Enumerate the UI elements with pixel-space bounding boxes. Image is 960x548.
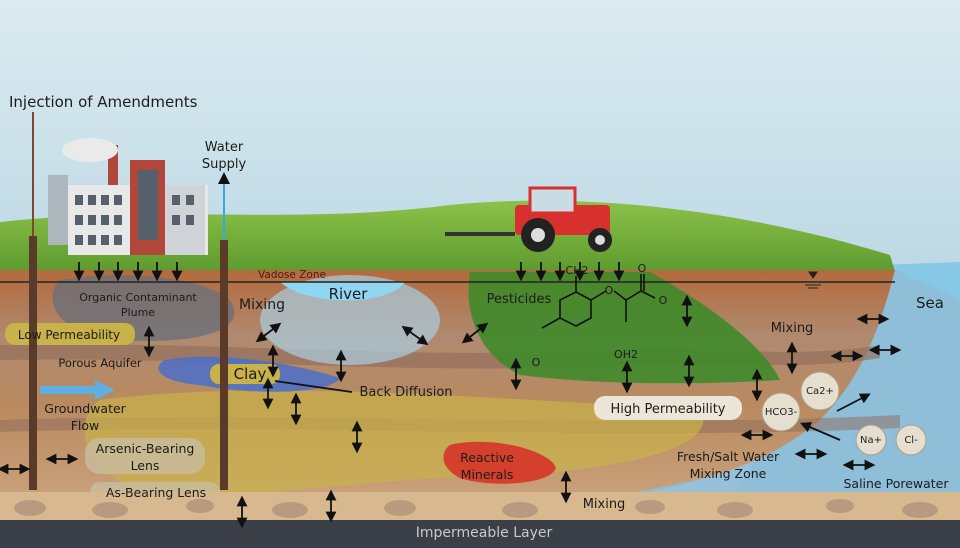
fresh-salt-label-2: Mixing Zone (690, 466, 767, 481)
river (280, 282, 405, 301)
plume-label: Organic Contaminant (79, 291, 197, 304)
ions: Ca2+ HCO3- Na+ Cl- (761, 371, 927, 456)
plume-label-2: Plume (121, 306, 155, 319)
groundwater-flow-label: Groundwater (44, 401, 126, 416)
molecule-ch2: CH2 (566, 264, 589, 277)
injection-well (29, 236, 37, 490)
sea-label: Sea (916, 294, 944, 312)
ion-hco3-label: HCO3- (765, 407, 798, 418)
pesticide-molecule (541, 274, 656, 329)
ion-na (855, 424, 887, 456)
ion-ca (800, 371, 840, 411)
gravel-stones (14, 499, 938, 518)
water-supply-label: Water (205, 140, 244, 155)
tractor-icon (445, 186, 612, 252)
exchange-arrows (0, 294, 902, 529)
clay-label: Clay (234, 365, 267, 383)
ion-cl-label: Cl- (904, 435, 918, 446)
molecule-oh2: OH2 (614, 348, 638, 361)
low-permeability-lens (5, 323, 135, 345)
porous-aquifer-label: Porous Aquifer (58, 356, 142, 370)
groundwater-flow-arrow (40, 380, 115, 400)
mixing-right-label: Mixing (771, 321, 814, 336)
ion-hco3 (761, 392, 801, 432)
arsenic-lens-bg (85, 438, 205, 474)
ion-cl (895, 424, 927, 456)
groundwater-flow-label-2: Flow (71, 418, 100, 433)
pesticide-plume (468, 272, 780, 384)
water-supply-label-2: Supply (202, 157, 247, 172)
ion-na-label: Na+ (860, 435, 882, 446)
river-label: River (329, 285, 369, 303)
molecule-labels: CH2 O O O OH2 O (532, 262, 668, 369)
molecule-o-carbonyl: O (638, 262, 647, 275)
impermeable-layer (0, 520, 960, 548)
supply-well (220, 240, 228, 490)
as-lens-label: As-Bearing Lens (106, 485, 206, 500)
low-permeability-label: Low Permeability (18, 328, 120, 342)
impermeable-layer-label: Impermeable Layer (416, 525, 553, 541)
fresh-salt-label: Fresh/Salt Water (677, 449, 780, 464)
injection-title: Injection of Amendments (9, 93, 198, 111)
pesticides-label: Pesticides (487, 292, 552, 307)
mixing-bottom-label: Mixing (583, 497, 626, 512)
mixing-left-label: Mixing (239, 297, 285, 313)
ion-ca-label: Ca2+ (806, 386, 834, 397)
reactive-minerals-label: Reactive (460, 450, 514, 465)
saline-porewater-label: Saline Porewater (843, 476, 949, 491)
molecule-o-acid: O (659, 294, 668, 307)
river-mixing-zone (260, 275, 440, 365)
reactive-minerals-label-2: Minerals (461, 467, 514, 482)
molecule-o-ring: O (532, 356, 541, 369)
water-table-icon (805, 271, 821, 289)
high-permeability-lens (594, 396, 742, 420)
gravel-layer (0, 492, 960, 522)
back-diffusion-label: Back Diffusion (359, 385, 452, 400)
vadose-zone-label: Vadose Zone (258, 269, 326, 281)
high-permeability-label: High Permeability (610, 402, 725, 417)
reactive-minerals (443, 441, 556, 484)
arsenic-lens-label-2: Lens (131, 458, 160, 473)
molecule-o-ether: O (605, 284, 614, 297)
arsenic-lens-label: Arsenic-Bearing (96, 441, 195, 456)
factory-icon (48, 138, 208, 255)
infiltration-arrows (73, 262, 625, 282)
